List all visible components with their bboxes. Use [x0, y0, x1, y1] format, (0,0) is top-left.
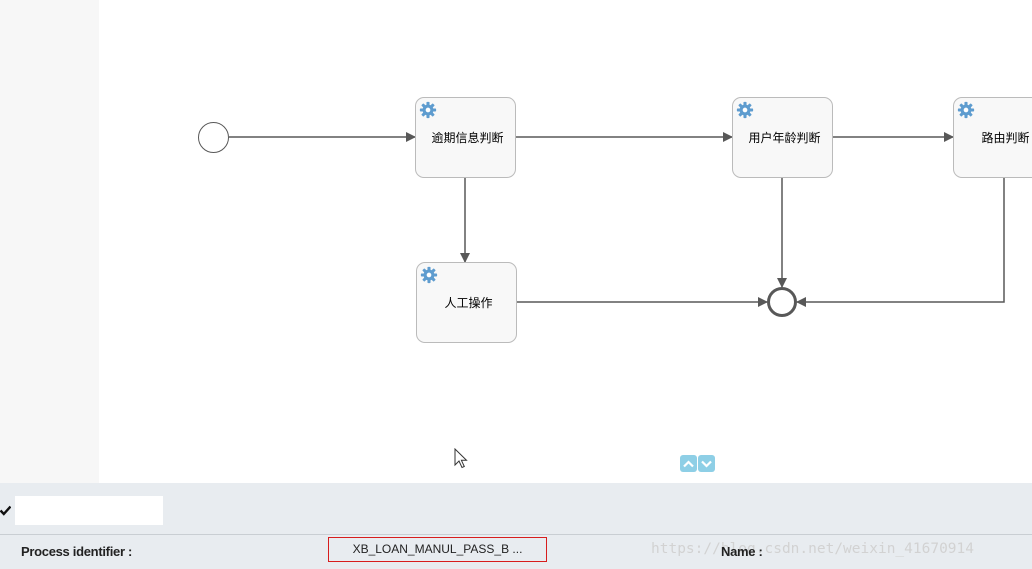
- gear-icon: [736, 101, 754, 119]
- gear-icon: [419, 101, 437, 119]
- task-label: 人工操作: [444, 296, 493, 310]
- task-manual-operation[interactable]: 人工操作: [416, 262, 517, 343]
- panel-toggle-controls: [680, 455, 715, 472]
- task-label: 逾期信息判断: [431, 131, 504, 145]
- process-identifier-value[interactable]: XB_LOAN_MANUL_PASS_B ...: [328, 537, 547, 562]
- process-identifier-label: Process identifier :: [21, 544, 133, 559]
- collapse-down-button[interactable]: [698, 455, 715, 472]
- diagram-canvas[interactable]: [99, 0, 1032, 483]
- properties-search-input[interactable]: [15, 496, 163, 525]
- task-user-age-check[interactable]: 用户年龄判断: [732, 97, 833, 178]
- task-route-check[interactable]: 路由判断: [953, 97, 1032, 178]
- task-label: 路由判断: [981, 131, 1030, 145]
- sequence-flows: [229, 132, 1005, 307]
- chevron-down-icon: [701, 460, 712, 468]
- flow-route-to-end[interactable]: [796, 178, 1005, 307]
- end-event[interactable]: [767, 287, 797, 317]
- properties-panel: Process identifier : XB_LOAN_MANUL_PASS_…: [0, 483, 1032, 569]
- property-row: Process identifier : XB_LOAN_MANUL_PASS_…: [0, 536, 1032, 569]
- properties-toolbar: [0, 483, 1032, 535]
- chevron-up-icon: [683, 459, 694, 467]
- mouse-cursor-icon: [454, 448, 468, 469]
- expand-up-button[interactable]: [680, 455, 697, 472]
- start-event[interactable]: [198, 122, 229, 153]
- task-label: 用户年龄判断: [748, 131, 821, 145]
- task-overdue-check[interactable]: 逾期信息判断: [415, 97, 516, 178]
- name-label: Name :: [721, 544, 763, 559]
- palette-sidebar: [0, 0, 99, 483]
- gear-icon: [957, 101, 975, 119]
- gear-icon: [420, 266, 438, 284]
- checkmark-icon[interactable]: [0, 505, 11, 516]
- watermark-text: https://blog.csdn.net/weixin_41670914: [651, 541, 975, 557]
